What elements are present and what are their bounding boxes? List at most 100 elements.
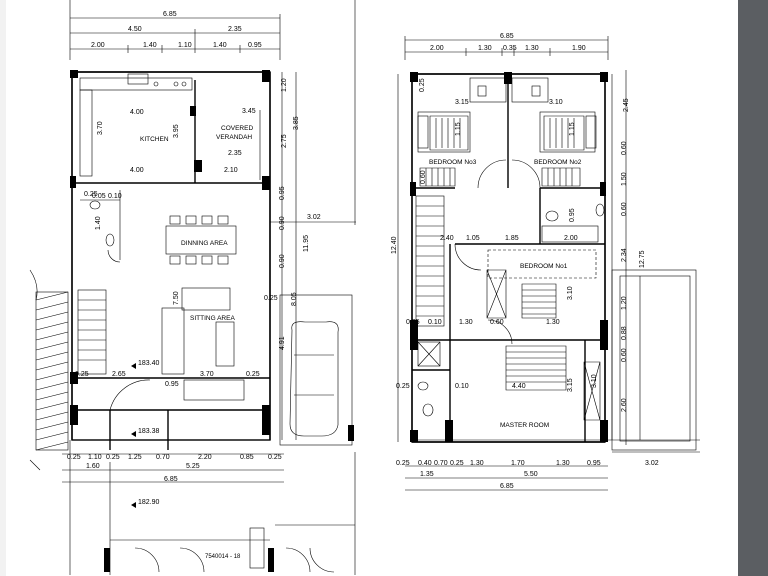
ffb-0-25a: 0.25 — [396, 460, 410, 467]
gbdim-6-85: 6.85 — [164, 476, 178, 483]
ffr-1-50: 1.50 — [621, 172, 628, 186]
ground-dim-1-10: 1.10 — [178, 42, 192, 49]
ffr-0-60b: 0.60 — [621, 202, 628, 216]
ffi-3-15: 3.15 — [455, 99, 469, 106]
ff-dim-2-00: 2.00 — [430, 45, 444, 52]
viewer-frame — [738, 0, 768, 576]
ffb-0-70: 0.70 — [434, 460, 448, 467]
gbdim-0-25c: 0.25 — [268, 454, 282, 461]
ffi-0-25: 0.25 — [419, 78, 426, 92]
first-top-dimensions: 6.85 2.00 1.30 0.35 1.30 1.90 — [404, 33, 609, 60]
ffi-3-15b: 3.15 — [567, 378, 574, 392]
car-outline — [279, 294, 354, 446]
gdim-0-10: 0.10 — [108, 193, 122, 200]
ffb-1-70: 1.70 — [511, 460, 525, 467]
gdim-4-00-bot: 4.00 — [130, 167, 144, 174]
ground-room-labels: KITCHEN COVERED VERANDAH DINNING AREA SI… — [140, 125, 253, 322]
gdim-0-90a: 0.90 — [279, 216, 286, 230]
ffb-3-02: 3.02 — [645, 460, 659, 467]
gdim-4-00-top: 4.00 — [130, 109, 144, 116]
ground-right-dims — [62, 72, 356, 575]
ground-hatch-boundary — [29, 269, 69, 471]
ffi-1-30: 1.30 — [459, 319, 473, 326]
ground-dim-1-40b: 1.40 — [213, 42, 227, 49]
gdim-1-40: 1.40 — [95, 216, 102, 230]
ffb-0-40: 0.40 — [418, 460, 432, 467]
ffi-2-00: 2.00 — [564, 235, 578, 242]
ffi-0-60: 0.60 — [490, 319, 504, 326]
gdim-0-25d: 0.25 — [264, 295, 278, 302]
ground-inner-dim-labels: 4.00 3.45 3.70 3.95 2.35 2.10 4.00 2.75 … — [75, 78, 321, 388]
gdim-0-25c: 0.25 — [246, 371, 260, 378]
ff-dim-0-35: 0.35 — [503, 45, 517, 52]
ffr-12-75: 12.75 — [639, 250, 646, 268]
room-sitting: SITTING AREA — [190, 315, 235, 322]
gdim-0-25b: 0.25 — [84, 191, 98, 198]
gdim-0-95b: 0.95 — [165, 381, 179, 388]
gbdim-0-70: 0.70 — [156, 454, 170, 461]
ground-dim-2-35: 2.35 — [228, 26, 242, 33]
ffr-1-20: 1.20 — [621, 296, 628, 310]
first-right-dims: 2.45 0.60 1.50 0.60 2.34 1.20 0.88 0.60 … — [412, 70, 700, 453]
ff-dim-overall: 6.85 — [500, 33, 514, 40]
left-margin — [0, 0, 6, 576]
ffi-0-25c: 0.25 — [396, 383, 410, 390]
gdim-8-05: 8.05 — [291, 292, 298, 306]
ffl-12-40: 12.40 — [391, 236, 398, 254]
ffb-0-25b: 0.25 — [450, 460, 464, 467]
ffi-1-30b: 1.30 — [546, 319, 560, 326]
ffr-0-88: 0.88 — [621, 326, 628, 340]
ground-top-dimensions: 6.85 4.50 2.35 2.00 1.40 1.10 1.40 0.95 — [69, 0, 356, 225]
first-walls — [410, 72, 608, 443]
ffb-1-30a: 1.30 — [470, 460, 484, 467]
ffi-1-05: 1.05 — [466, 235, 480, 242]
room-bedroom-1: BEDROOM No1 — [520, 263, 568, 270]
ffi-0-25b: 0.25 — [406, 319, 420, 326]
gdim-2-65: 2.65 — [112, 371, 126, 378]
ffi-0-95: 0.95 — [569, 208, 576, 222]
gdim-3-95: 3.95 — [173, 124, 180, 138]
gdim-3-02: 3.02 — [307, 214, 321, 221]
ground-dim-2-00: 2.00 — [91, 42, 105, 49]
gbdim-1-60: 1.60 — [86, 463, 100, 470]
room-verandah-line2: VERANDAH — [216, 134, 252, 141]
gdim-2-10: 2.10 — [224, 167, 238, 174]
gdim-0-95: 0.95 — [279, 186, 286, 200]
gdim-3-85: 3.85 — [293, 116, 300, 130]
room-master: MASTER ROOM — [500, 422, 549, 429]
gdim-0-90b: 0.90 — [279, 254, 286, 268]
ffr-2-34: 2.34 — [621, 248, 628, 262]
gdim-2-35: 2.35 — [228, 150, 242, 157]
drawing-sheet — [0, 0, 738, 576]
ffi-0-10a: 0.10 — [428, 319, 442, 326]
room-kitchen: KITCHEN — [140, 136, 169, 143]
ff-dim-1-30b: 1.30 — [525, 45, 539, 52]
ground-levels: 183.40 183.38 182.90 — [131, 360, 160, 508]
first-bottom-dims: 0.25 0.40 0.70 0.25 1.30 1.70 1.30 0.95 … — [396, 460, 659, 491]
ground-dim-overall: 6.85 — [163, 11, 177, 18]
first-floor-plan: 6.85 2.00 1.30 0.35 1.30 1.90 — [391, 33, 700, 491]
gdim-0-05: 0.05 — [92, 193, 106, 200]
ground-walls — [70, 70, 335, 573]
drawing-stamp: 7540014 - 18 — [205, 554, 241, 560]
first-left-dims: 12.40 — [391, 74, 399, 442]
room-dining: DINNING AREA — [181, 240, 228, 247]
ffi-4-40: 4.40 — [512, 383, 526, 390]
gbdim-0-85: 0.85 — [240, 454, 254, 461]
gdim-11-95: 11.95 — [303, 235, 310, 252]
gbdim-0-25a: 0.25 — [67, 454, 81, 461]
gbdim-5-25: 5.25 — [186, 463, 200, 470]
gbdim-2-20: 2.20 — [198, 454, 212, 461]
level-183-38: 183.38 — [138, 428, 160, 435]
first-room-labels: BEDROOM No3 BEDROOM No2 BEDROOM No1 MAST… — [429, 159, 582, 429]
gdim-3-70: 3.70 — [200, 371, 214, 378]
gdim-1-20: 1.20 — [281, 78, 288, 92]
gdim-7-50: 7.50 — [173, 291, 180, 305]
ffb-1-35: 1.35 — [420, 471, 434, 478]
ffi-3-10b: 3.10 — [567, 286, 574, 300]
first-inner-dim-labels: 3.15 3.10 0.25 1.05 1.85 2.00 1.30 0.60 … — [396, 78, 598, 392]
ffr-2-45: 2.45 — [623, 98, 630, 112]
room-verandah-line1: COVERED — [221, 125, 253, 132]
room-bedroom-3: BEDROOM No3 — [429, 159, 477, 166]
